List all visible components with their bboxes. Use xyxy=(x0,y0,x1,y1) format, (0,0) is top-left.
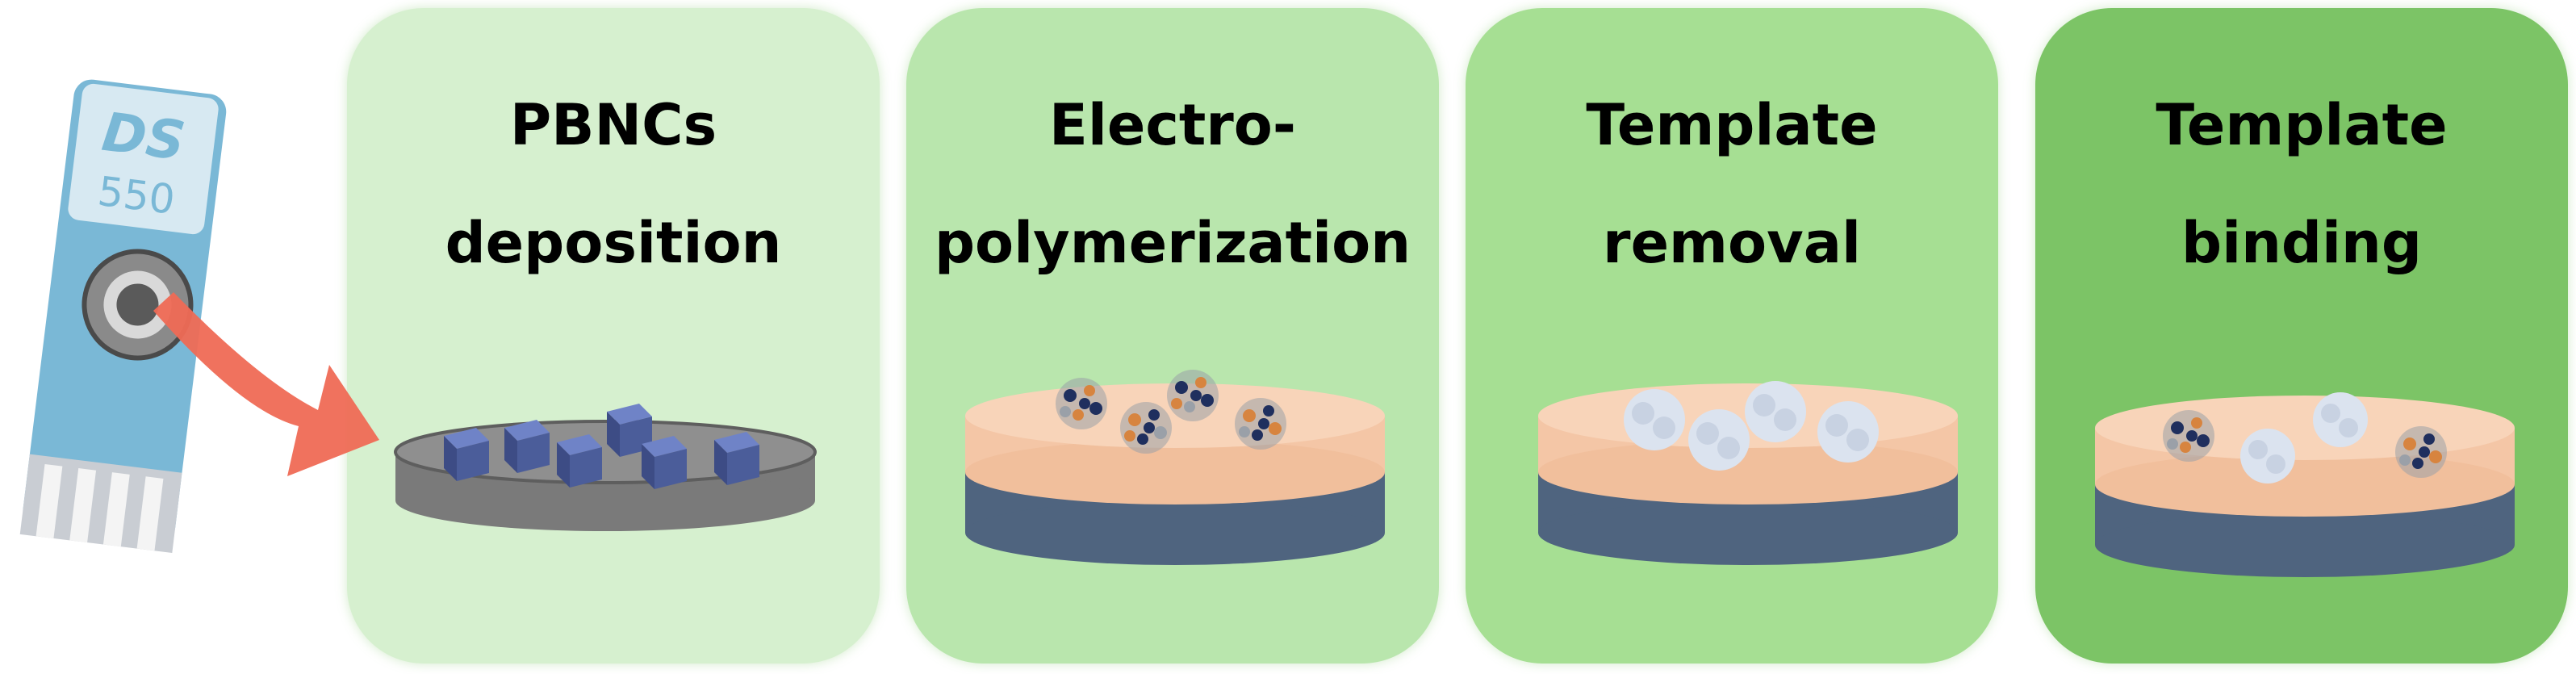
cube-icon xyxy=(714,432,759,485)
disk-top xyxy=(394,420,817,484)
strip-lead xyxy=(102,472,130,547)
polymer-electrode-step2 xyxy=(965,370,1385,565)
working-electrode-center xyxy=(116,283,159,326)
template-molecule-icon xyxy=(1120,402,1172,454)
panel-title-line2: removal xyxy=(1603,210,1861,276)
panel-electropolymerization: Electro- polymerization xyxy=(906,8,1439,664)
template-molecule-icon xyxy=(2163,410,2214,462)
cavity-icon xyxy=(2240,429,2295,484)
cavity-icon xyxy=(1624,389,1685,450)
strip-logo: DS xyxy=(98,101,188,173)
polymer-lower-edge xyxy=(965,440,1385,504)
substrate-bottom xyxy=(2095,513,2515,577)
disk-bottom xyxy=(395,470,815,531)
template-molecule-icon xyxy=(2395,426,2447,478)
panel-template-removal: Template removal xyxy=(1466,8,1998,664)
panel-title-line2: polymerization xyxy=(934,210,1411,276)
electrode-strip: DS 550 xyxy=(19,79,227,553)
panel-title: Electro- polymerization xyxy=(906,66,1439,302)
panel-title-line1: PBNCs xyxy=(509,92,717,158)
panel-title-line1: Template xyxy=(2156,92,2448,158)
substrate-bottom xyxy=(965,500,1385,565)
strip-top-pad xyxy=(68,83,219,235)
arrow-icon xyxy=(153,292,379,476)
cavity-icon xyxy=(2313,392,2368,447)
substrate-bottom xyxy=(1538,500,1958,565)
cavity-icon xyxy=(1745,381,1806,442)
cavity-icon xyxy=(1688,409,1750,471)
panel-title-line1: Template xyxy=(1586,92,1878,158)
panel-title-line2: binding xyxy=(2181,210,2422,276)
cube-icon xyxy=(642,436,687,489)
strip-lead xyxy=(69,468,97,543)
cube-icon xyxy=(444,428,489,481)
pbncs-electrode xyxy=(394,404,817,531)
panel-pbncs-deposition: PBNCs deposition xyxy=(347,8,880,664)
template-molecule-icon xyxy=(1056,378,1107,429)
polymer-electrode-step4 xyxy=(2095,392,2515,577)
template-molecule-icon xyxy=(1235,398,1286,450)
panel-title: Template removal xyxy=(1466,66,1998,302)
panel-title-line2: deposition xyxy=(445,210,782,276)
cube-icon xyxy=(504,420,550,473)
template-molecule-icon xyxy=(1167,370,1219,421)
cube-icon xyxy=(557,434,602,488)
polymer-lower-edge xyxy=(2095,452,2515,517)
polymer-top xyxy=(2095,396,2515,460)
strip-lead xyxy=(136,476,164,551)
cavity-icon xyxy=(1817,401,1879,463)
strip-lead xyxy=(36,463,63,538)
strip-model: 550 xyxy=(95,168,178,224)
panel-title: PBNCs deposition xyxy=(347,66,880,302)
panel-title: Template binding xyxy=(2035,66,2568,302)
polymer-electrode-step3 xyxy=(1538,381,1958,565)
panel-title-line1: Electro- xyxy=(1049,92,1296,158)
